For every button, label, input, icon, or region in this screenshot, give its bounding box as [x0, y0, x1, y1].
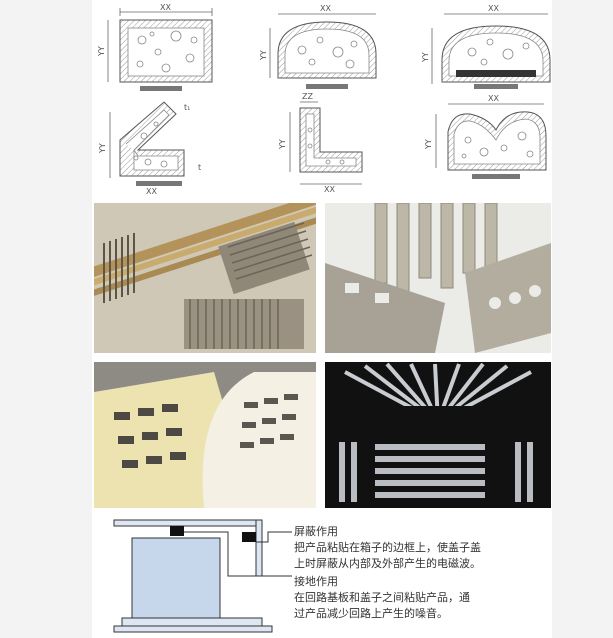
dim-zz-label: ZZ — [302, 92, 313, 101]
dim-t-label: t — [198, 163, 201, 172]
profile-wave: XX YY — [424, 94, 547, 179]
profile-rectangle: XX YY — [97, 3, 213, 91]
dim-yy-label: YY — [421, 52, 430, 63]
grounding-line-2: 过产品减少回路上产生的噪音。 — [294, 607, 448, 620]
profile-angled: YY t₁ t XX — [98, 101, 201, 196]
profile-l-shape: ZZ YY XX — [278, 92, 363, 194]
dim-xx-label: XX — [160, 3, 171, 12]
grounding-title: 接地作用 — [294, 575, 338, 588]
shielding-line-1: 把产品粘贴在箱子的边框上，使盖子盖 — [294, 541, 481, 554]
dim-yy-label: YY — [259, 50, 268, 61]
profile-d-shape-base: XX YY — [421, 4, 551, 89]
photo-diecut-sheets — [94, 362, 316, 508]
dim-xx-label: XX — [320, 4, 331, 13]
dim-xx-label: XX — [488, 4, 499, 13]
photo-metallic-strips — [325, 362, 551, 508]
photo-striped-gaskets — [94, 203, 316, 353]
dim-yy-label: YY — [98, 143, 107, 154]
dim-xx-label: XX — [146, 187, 157, 195]
dim-t1-label: t₁ — [184, 103, 190, 112]
dim-xx-label: XX — [488, 94, 499, 103]
profile-diagrams: XX YY XX YY — [92, 0, 552, 196]
photo-rods-plates — [325, 203, 551, 353]
shielding-title: 屏蔽作用 — [294, 525, 338, 538]
dim-yy-label: YY — [97, 46, 106, 57]
dim-yy-label: YY — [278, 139, 287, 150]
shielding-line-2: 上时屏蔽从内部及外部产生的电磁波。 — [294, 557, 481, 570]
grounding-line-1: 在回路基板和盖子之间粘贴产品，通 — [294, 591, 470, 604]
grounding-caption: 接地作用 在回路基板和盖子之间粘贴产品，通 过产品减少回路上产生的噪音。 — [294, 574, 470, 622]
dim-xx-label: XX — [324, 185, 335, 194]
dim-yy-label: YY — [424, 139, 433, 150]
application-diagram: 屏蔽作用 把产品粘贴在箱子的边框上，使盖子盖 上时屏蔽从内部及外部产生的电磁波。… — [92, 510, 552, 638]
profile-d-shape: XX YY — [259, 4, 377, 89]
shielding-caption: 屏蔽作用 把产品粘贴在箱子的边框上，使盖子盖 上时屏蔽从内部及外部产生的电磁波。 — [294, 524, 481, 572]
